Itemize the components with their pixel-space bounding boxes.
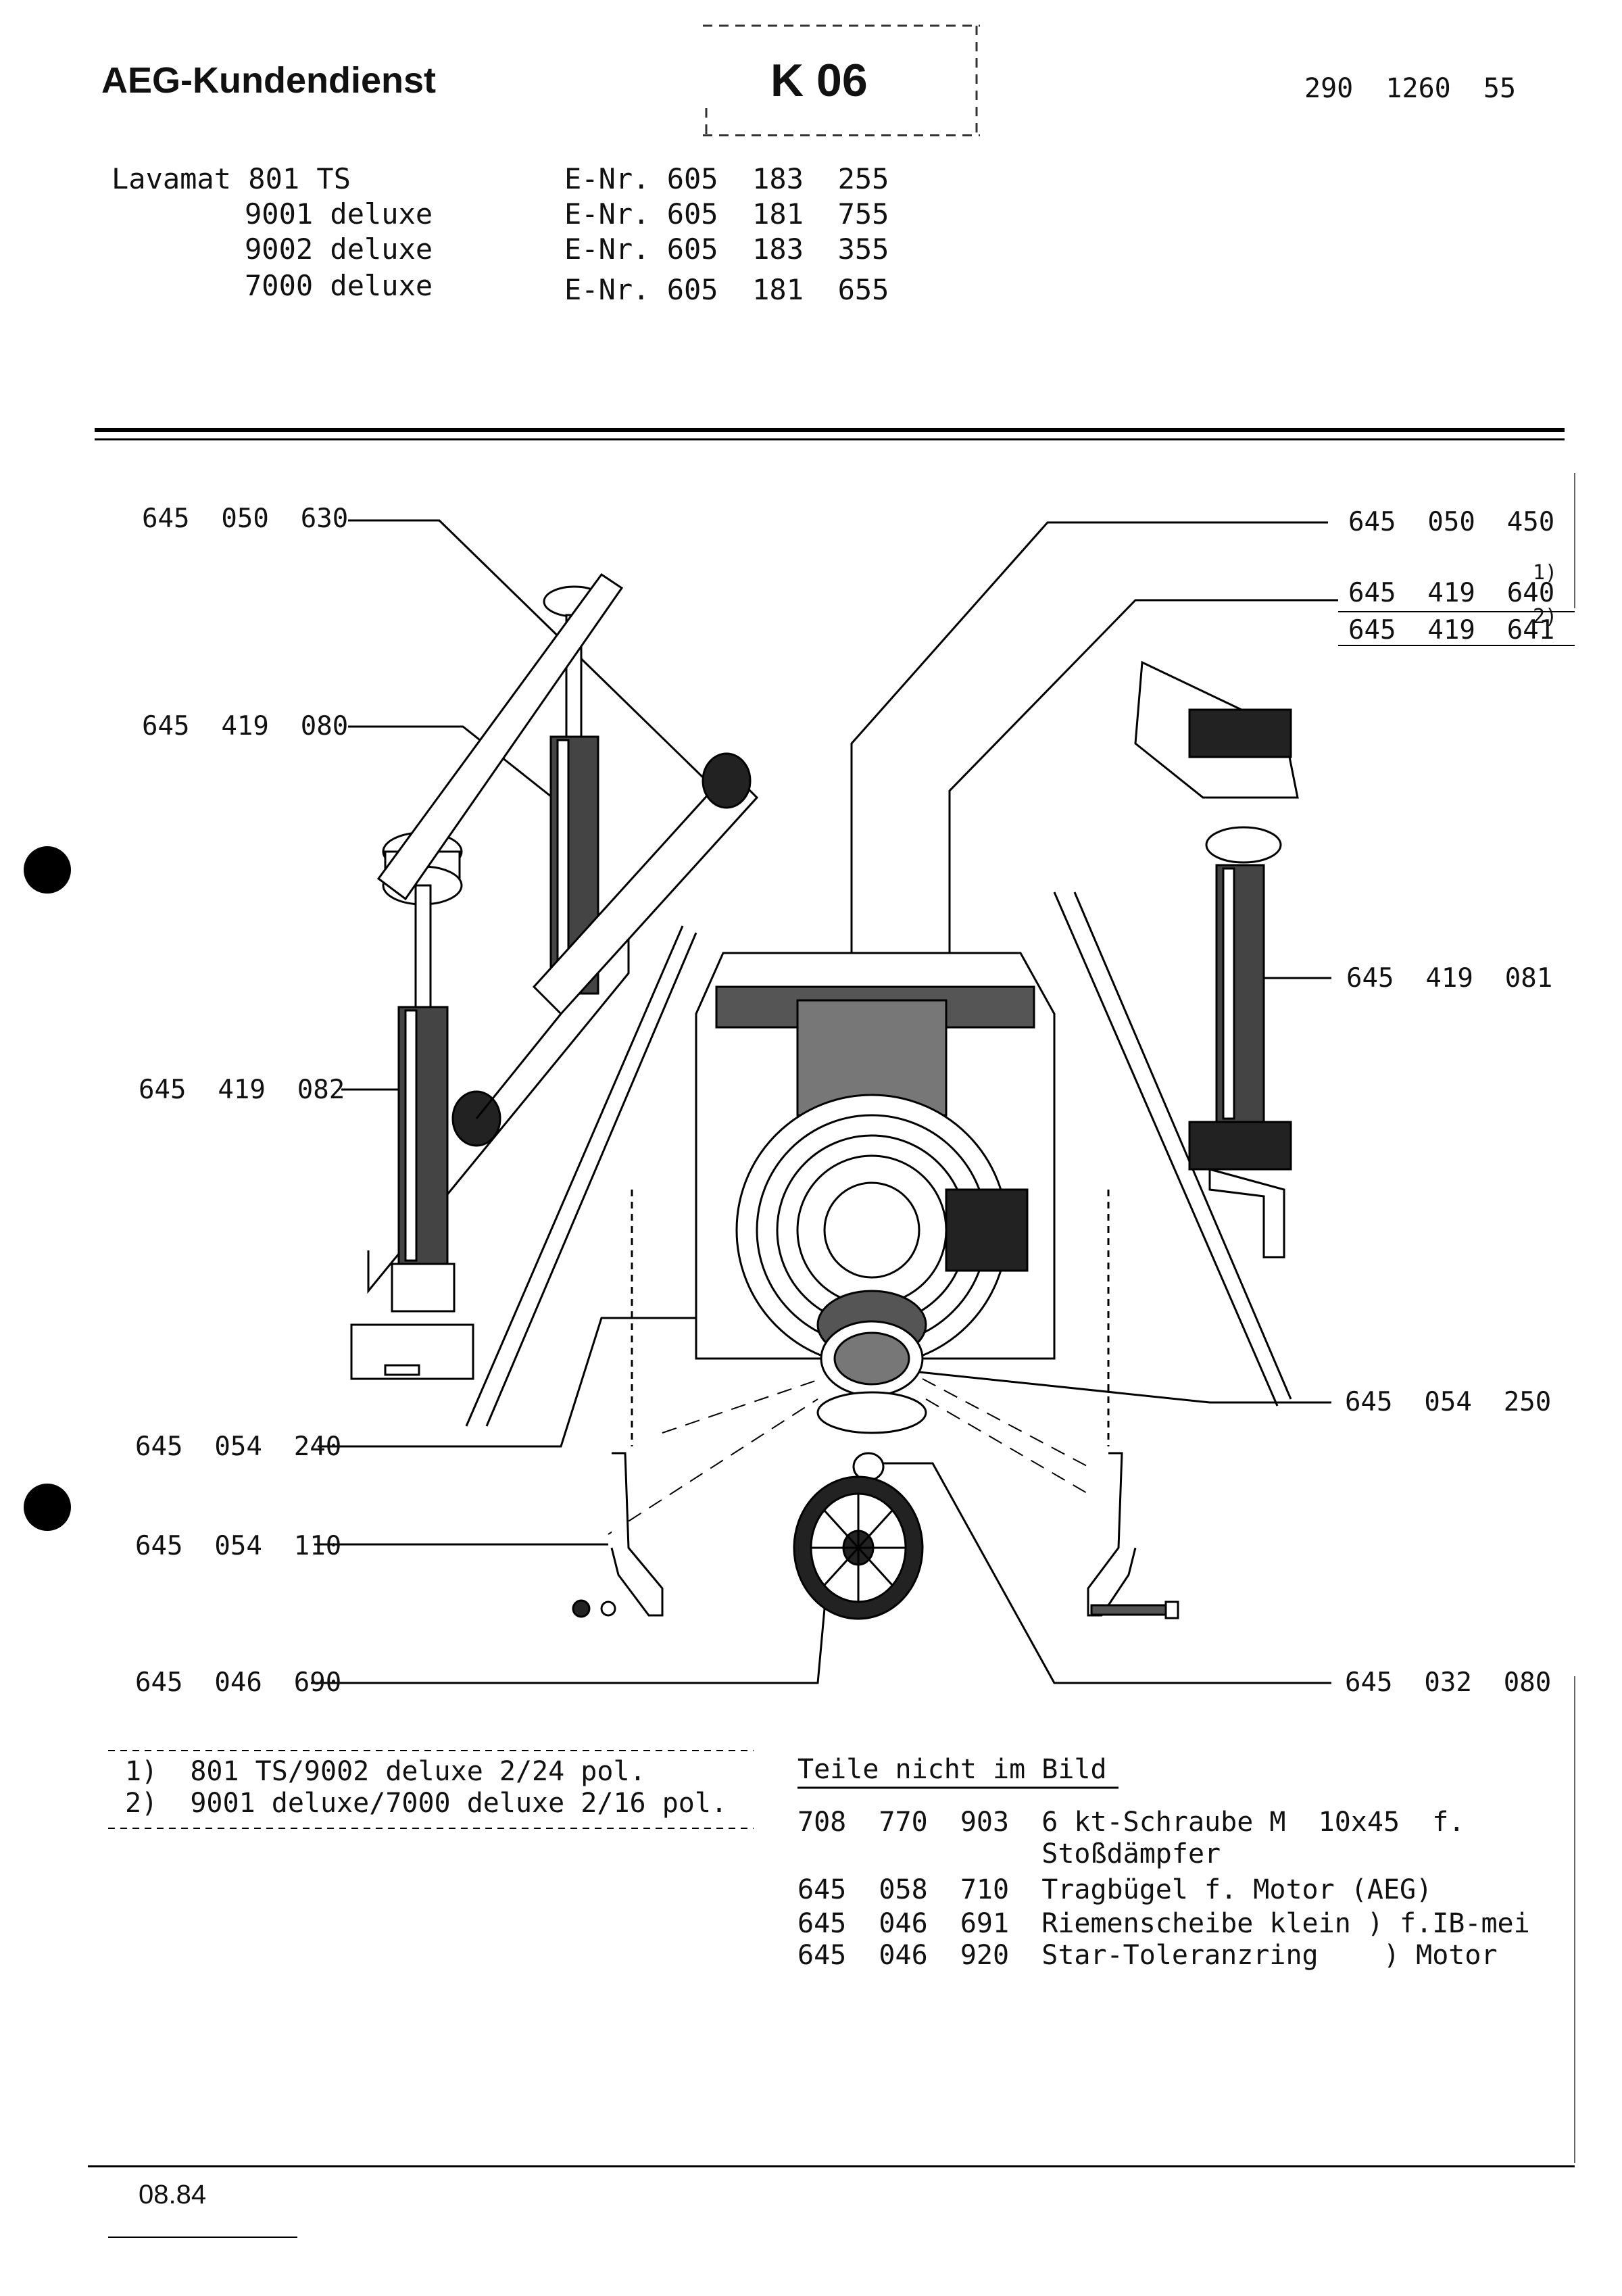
model-name: 9002 deluxe (245, 233, 433, 266)
mounting-rails (367, 891, 1292, 1427)
callout-part-number: 645 054 110 (135, 1531, 342, 1561)
page-code: K 06 (770, 55, 868, 106)
model-enr: E-Nr. 605 181 755 (564, 197, 889, 230)
footnote-marker: 2) (1533, 605, 1558, 629)
footnote-marker: 1) (1533, 561, 1558, 585)
callout-part-number: 645 419 082 (139, 1075, 345, 1105)
parts-line: 708 770 903 6 kt-Schraube M 10x45 f. (797, 1807, 1465, 1838)
motor-bracket-left (572, 1190, 664, 1618)
brand-title: AEG-Kundendienst (101, 60, 436, 101)
callout-part-number: 645 046 690 (135, 1667, 342, 1698)
callout-part-number: 645 419 640 (1348, 578, 1555, 608)
model-enr: E-Nr. 605 183 355 (564, 233, 889, 266)
model-enr: E-Nr. 605 183 255 (564, 162, 889, 195)
callout-part-number: 645 032 080 (1345, 1667, 1552, 1698)
motor-pulley (816, 1290, 927, 1482)
callout-part-number: 645 419 641 (1348, 615, 1555, 645)
punch-hole (24, 1484, 71, 1531)
parts-line: 645 046 920 Star-Toleranzring ) Motor (797, 1940, 1498, 1971)
footnote-frame (108, 1750, 754, 1829)
motor (695, 952, 1056, 1367)
parts-line: 645 058 710 Tragbügel f. Motor (AEG) (797, 1874, 1433, 1905)
separator-rule (95, 428, 1565, 441)
parts-heading: Teile nicht im Bild (797, 1754, 1107, 1785)
belt-pulley (793, 1475, 924, 1620)
footnote: 2) 9001 deluxe/7000 deluxe 2/16 pol. (125, 1788, 728, 1819)
leader-lines (311, 519, 1575, 1684)
callout-part-number: 645 419 080 (142, 711, 349, 741)
callout-part-number: 645 054 250 (1345, 1387, 1552, 1417)
parts-line: 645 046 691 Riemenscheibe klein ) f.IB-m… (797, 1908, 1530, 1939)
model-name: 9001 deluxe (245, 197, 433, 230)
assembly-guides (608, 1378, 1089, 1535)
motor-bracket-right (1087, 1190, 1179, 1619)
shock-absorber-right (1134, 660, 1299, 1259)
code-frame (703, 24, 980, 137)
document-number: 290 1260 55 (1304, 73, 1517, 104)
callout-part-number: 645 054 240 (135, 1432, 342, 1462)
punch-hole (24, 846, 71, 894)
callout-part-number: 645 050 450 (1348, 507, 1555, 537)
top-bracket (376, 572, 624, 901)
model-name: Lavamat 801 TS (112, 162, 351, 195)
model-name: 7000 deluxe (245, 269, 433, 302)
parts-line: Stoßdämpfer (797, 1838, 1221, 1870)
callout-part-number: 645 419 081 (1346, 963, 1553, 994)
model-enr: E-Nr. 605 181 655 (564, 273, 889, 306)
callout-part-number: 645 050 630 (142, 504, 349, 534)
diagonal-damper (451, 752, 759, 1147)
issue-date: 08.84 (139, 2180, 207, 2209)
footnote: 1) 801 TS/9002 deluxe 2/24 pol. (125, 1756, 646, 1787)
